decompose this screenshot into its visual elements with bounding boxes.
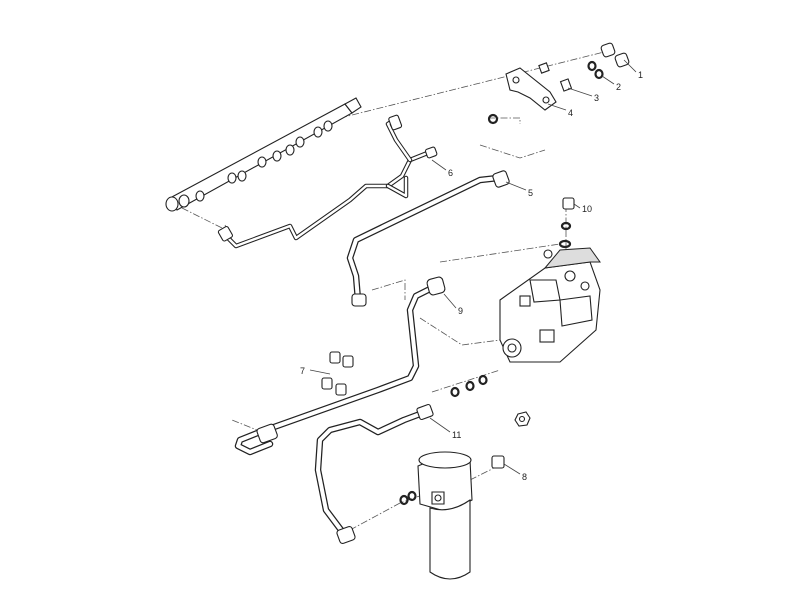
clamp-set-7 (321, 351, 354, 396)
callout-3: 3 (594, 93, 599, 103)
top-hardware (487, 42, 630, 125)
pipe-9 (234, 276, 446, 456)
fuel-rail (165, 97, 362, 212)
fitting-8 (491, 455, 505, 469)
callout-8: 8 (522, 472, 527, 482)
pump-fitting-10 (558, 197, 575, 249)
mid-orings (450, 374, 488, 398)
leader-lines (309, 59, 637, 475)
callout-2: 2 (616, 82, 621, 92)
callout-11: 11 (452, 430, 461, 440)
fuel-injection-pump (499, 247, 601, 363)
rail-injector-ports (195, 120, 333, 202)
pipe-11 (314, 403, 434, 545)
callout-5: 5 (528, 188, 533, 198)
callout-9: 9 (458, 306, 463, 316)
fuel-filter (399, 451, 473, 580)
callout-labels: 1 2 3 4 5 6 7 8 9 10 11 (300, 70, 643, 482)
callout-4: 4 (568, 108, 573, 118)
pipe-5 (346, 170, 510, 307)
callout-1: 1 (638, 70, 643, 80)
callout-6: 6 (448, 168, 453, 178)
pipe-6 (217, 114, 438, 249)
hex-nut (514, 411, 531, 427)
callout-7: 7 (300, 366, 305, 376)
callout-10: 10 (582, 204, 592, 214)
